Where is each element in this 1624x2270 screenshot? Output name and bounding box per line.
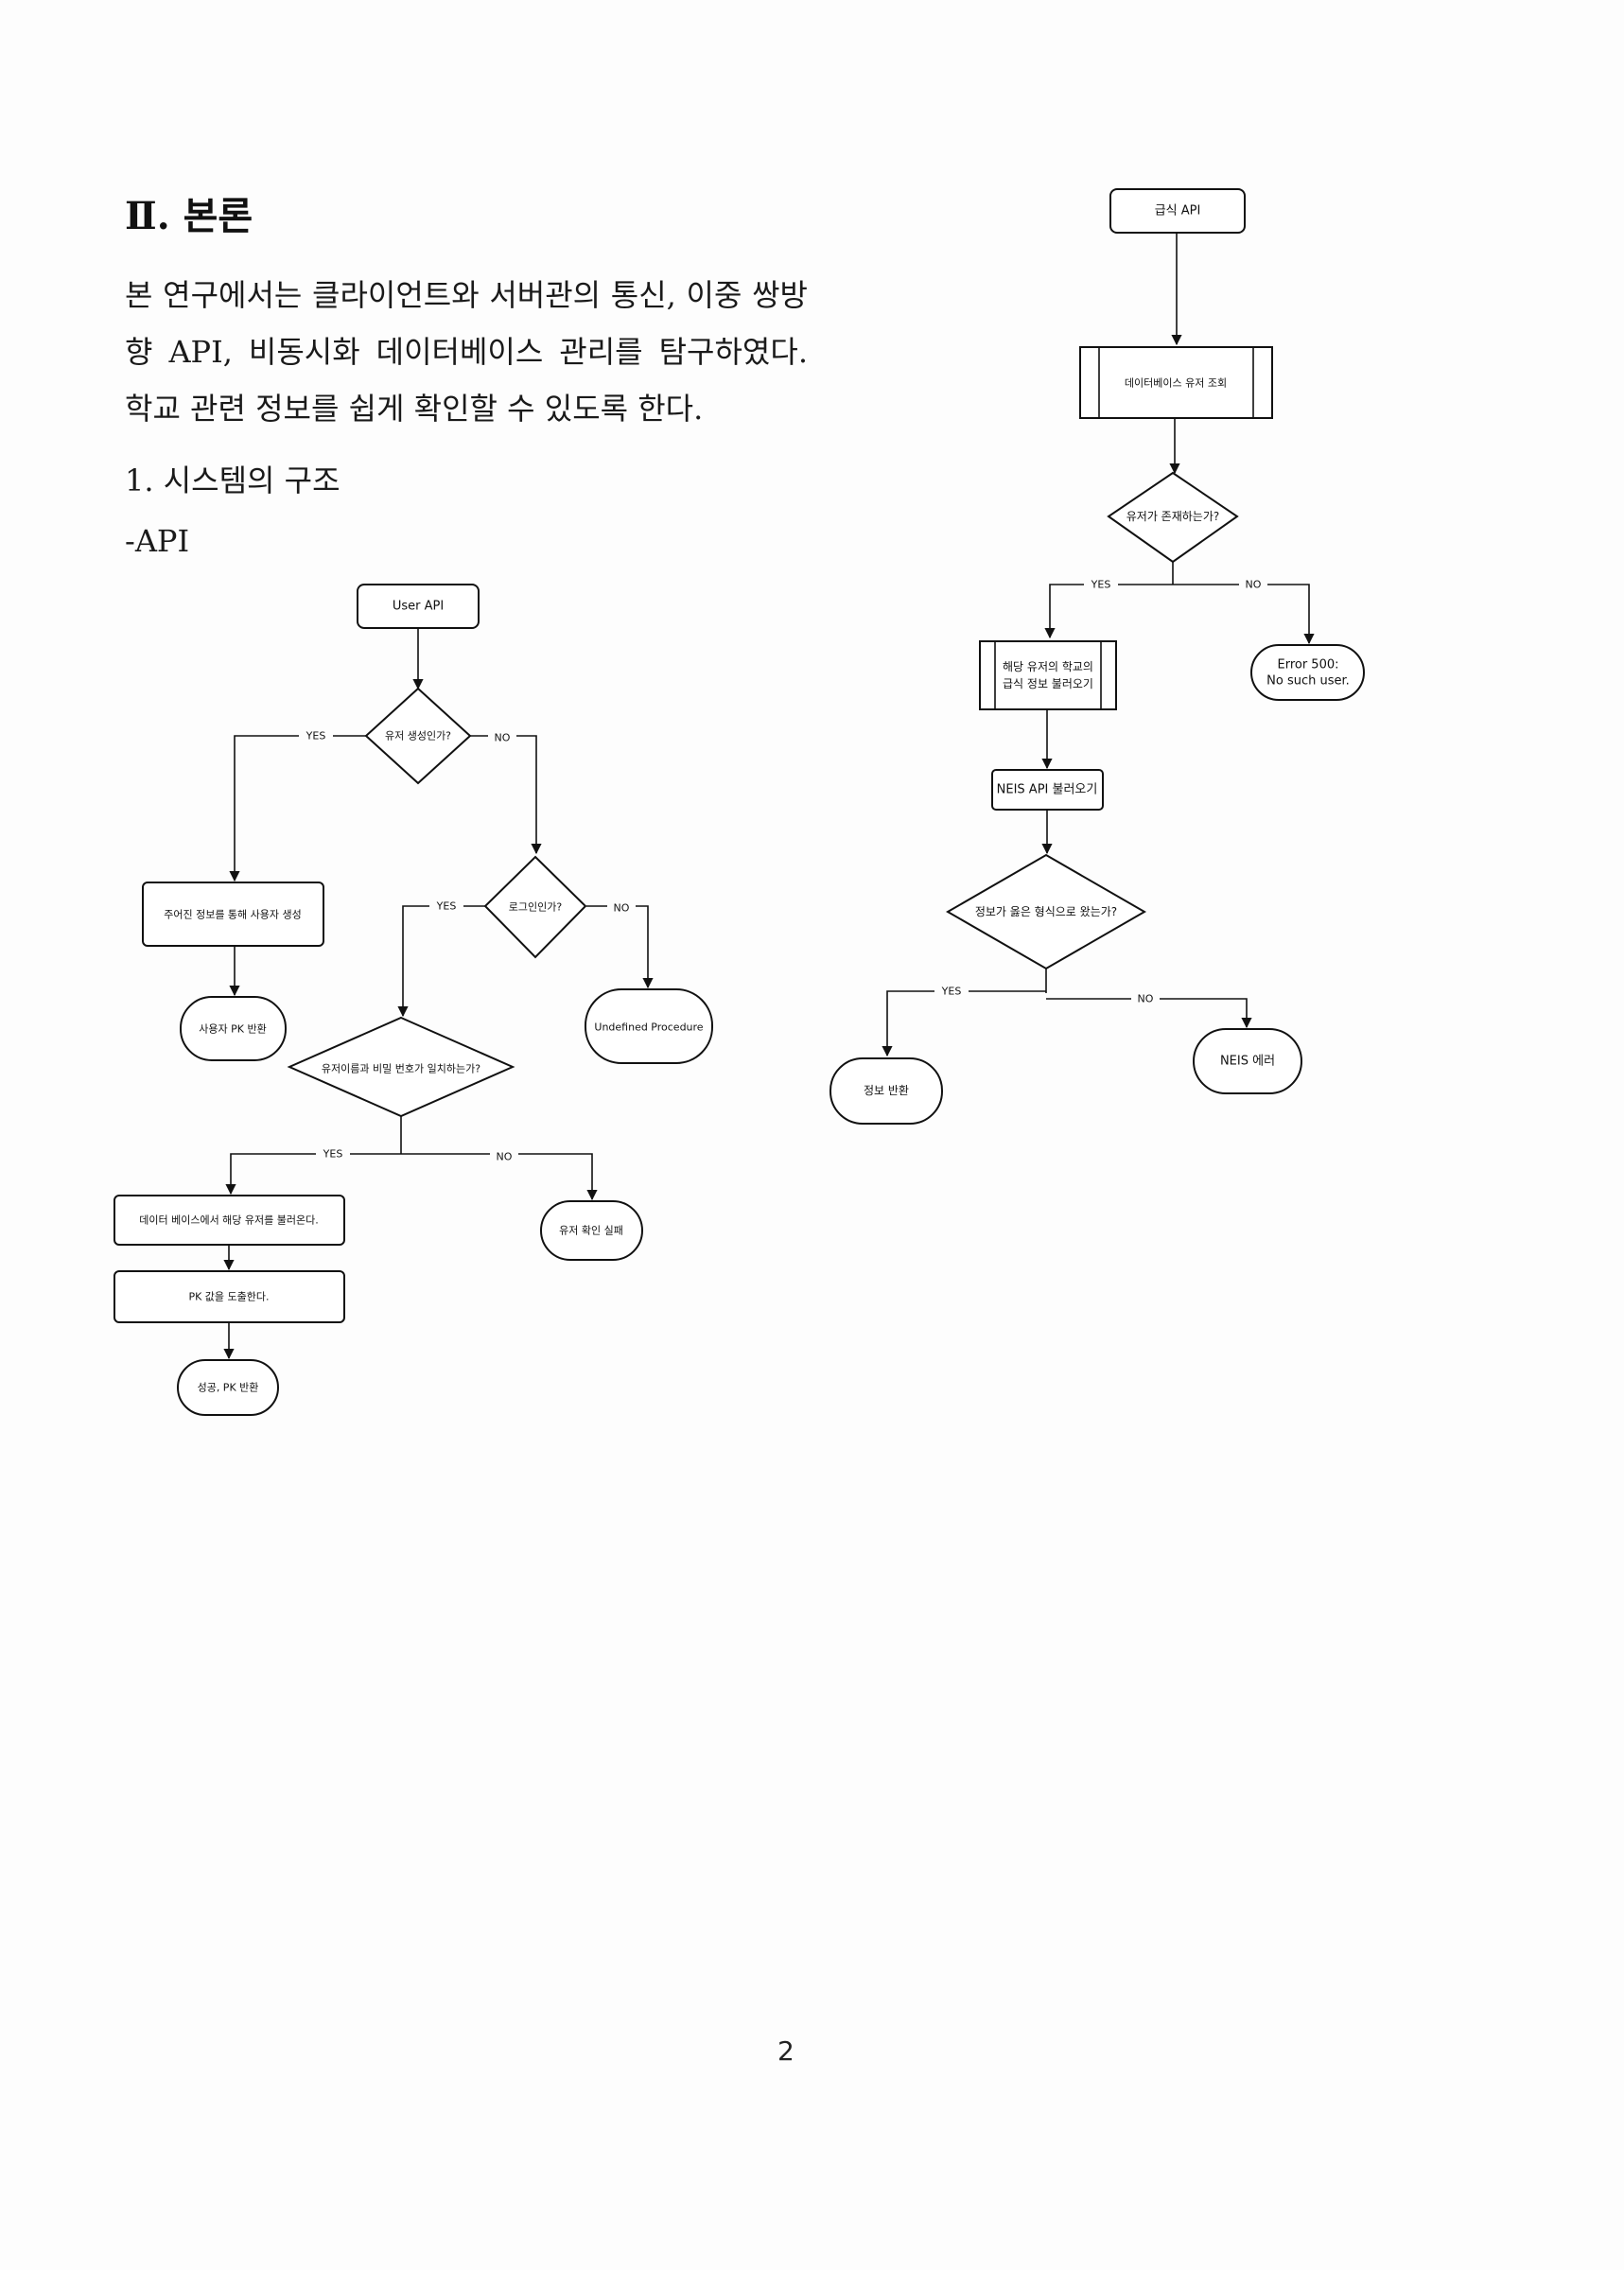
create-user-label: 주어진 정보를 통해 사용자 생성: [164, 908, 302, 921]
decision-create-node: [364, 687, 472, 785]
subsection-title: -API: [125, 523, 190, 559]
edge-format-yes: [882, 990, 1046, 1057]
section-heading: Ⅱ. 본론: [125, 194, 253, 238]
db-lookup-node: [1079, 346, 1273, 419]
edge-exists-yes: [1044, 584, 1173, 639]
undefined-procedure-node: [585, 988, 713, 1064]
meal-api-start-label: 급식 API: [1155, 204, 1201, 218]
label-exists-yes: YES: [1091, 579, 1111, 591]
success-node: [177, 1359, 279, 1416]
neis-error-node: [1193, 1028, 1302, 1094]
decision-login-label: 로그인인가?: [509, 901, 563, 914]
label-login-no: NO: [614, 902, 630, 915]
neis-call-label: NEIS API 불러오기: [997, 783, 1098, 797]
return-info-node: [829, 1057, 943, 1125]
label-match-yes: YES: [323, 1148, 343, 1161]
derive-pk-node: [114, 1270, 345, 1323]
label-login-yes: YES: [436, 900, 457, 913]
label-match-no: NO: [497, 1151, 513, 1163]
edge-format-no: [1046, 998, 1252, 1029]
undefined-procedure-label: Undefined Procedure: [594, 1022, 703, 1034]
user-api-flowchart: YES NO YES NO YES NO User API 유저 생성인가? 주…: [114, 584, 713, 1416]
return-pk-node: [180, 996, 287, 1061]
page-number: 2: [777, 2035, 795, 2067]
edge-login-yes: [397, 905, 485, 1018]
label-exists-no: NO: [1246, 579, 1262, 591]
load-school-meal-label-1: 해당 유저의 학교의: [1003, 660, 1093, 673]
load-school-meal-label-2: 급식 정보 불러오기: [1003, 677, 1093, 690]
decision-match-node: [287, 1016, 515, 1118]
body-paragraph: 본 연구에서는 클라이언트와 서버관의 통신, 이중 쌍방향 API, 비동시화…: [125, 277, 808, 427]
fetch-user-node: [114, 1195, 345, 1246]
db-lookup-label: 데이터베이스 유저 조회: [1125, 377, 1227, 390]
meal-api-flowchart: YES NO YES NO 급식 API 데이터베이스 유저 조회 유저가 존재…: [829, 188, 1365, 1125]
return-pk-label: 사용자 PK 반환: [199, 1023, 266, 1036]
user-api-start-node: [357, 584, 480, 629]
decision-format-node: [945, 853, 1147, 970]
section-title: 1. 시스템의 구조: [125, 463, 341, 498]
decision-format-label: 정보가 옳은 형식으로 왔는가?: [975, 904, 1117, 918]
fail-label: 유저 확인 실패: [559, 1225, 623, 1237]
error-500-label-1: Error 500:: [1277, 658, 1338, 672]
decision-exists-label: 유저가 존재하는가?: [1126, 510, 1220, 523]
user-api-start-label: User API: [393, 600, 444, 614]
edge-create-no: [470, 735, 542, 855]
decision-match-label: 유저이름과 비밀 번호가 일치하는가?: [322, 1062, 480, 1075]
label-create-no: NO: [495, 732, 511, 744]
label-create-yes: YES: [306, 730, 326, 742]
load-school-meal-node: [979, 640, 1117, 710]
fetch-user-label: 데이터 베이스에서 해당 유저를 불러온다.: [139, 1214, 319, 1227]
error-500-label-2: No such user.: [1266, 674, 1350, 689]
label-format-no: NO: [1138, 993, 1154, 1005]
edge-login-no: [586, 905, 654, 989]
fail-node: [540, 1200, 643, 1261]
decision-login-node: [483, 855, 587, 959]
edge-match-no: [401, 1153, 598, 1201]
return-info-label: 정보 반환: [864, 1084, 909, 1097]
decision-exists-node: [1107, 471, 1239, 564]
decision-create-label: 유저 생성인가?: [385, 730, 451, 742]
edge-create-yes: [229, 735, 366, 882]
meal-api-start-node: [1109, 188, 1246, 234]
neis-error-label: NEIS 에러: [1220, 1055, 1275, 1069]
neis-call-node: [991, 769, 1104, 811]
label-format-yes: YES: [941, 986, 962, 998]
create-user-node: [142, 882, 324, 947]
success-label: 성공, PK 반환: [198, 1382, 259, 1394]
edge-exists-no: [1173, 584, 1315, 645]
derive-pk-label: PK 값을 도출한다.: [188, 1291, 269, 1303]
error-500-node: [1250, 644, 1365, 701]
